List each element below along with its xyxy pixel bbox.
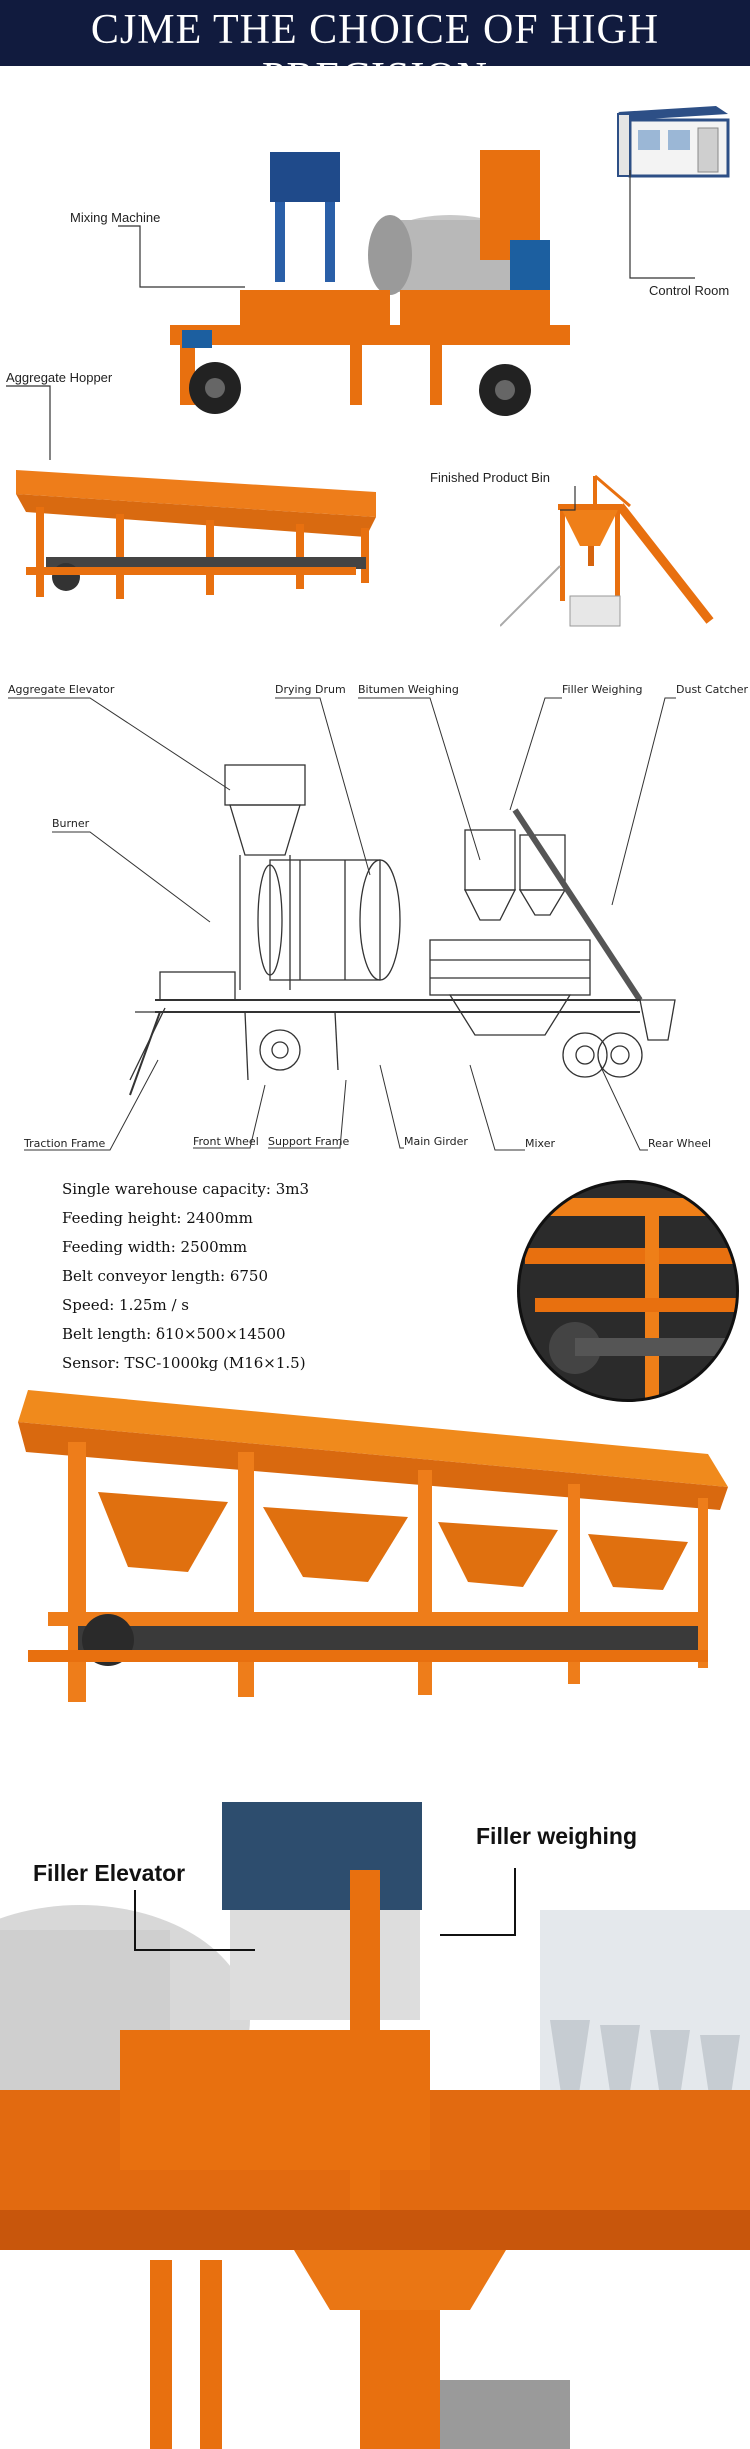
label-burner: Burner [52,817,90,830]
spec-line: Sensor: TSC-1000kg (M16×1.5) [62,1354,306,1372]
spec-line: Belt length: δ10×500×14500 [62,1325,286,1343]
spec-line: Single warehouse capacity: 3m3 [62,1180,310,1198]
label-mixing-machine: Mixing Machine [70,210,161,225]
spec-line: Feeding width: 2500mm [62,1238,248,1256]
spec-line: Speed: 1.25m / s [62,1296,189,1314]
label-control-room: Control Room [649,283,730,298]
label-filler-weighing-photo: Filler weighing [476,1823,638,1849]
mixing-machine-image [170,150,570,416]
label-filler-weighing: Filler Weighing [562,683,643,696]
label-drying-drum: Drying Drum [275,683,346,696]
spec-line: Feeding height: 2400mm [62,1209,253,1227]
label-support-frame: Support Frame [268,1135,350,1148]
label-traction-frame: Traction Frame [24,1137,106,1150]
label-aggregate-elevator: Aggregate Elevator [8,683,115,696]
label-aggregate-hopper: Aggregate Hopper [6,370,113,385]
plant-schematic-drawing [129,764,676,1096]
label-dust-catcher: Dust Catcher [676,683,749,696]
control-room-image [617,106,730,178]
filler-elevator-closeup-image [0,1790,750,2449]
header-banner [0,0,750,66]
label-front-wheel: Front Wheel [193,1135,259,1148]
label-finished-product-bin: Finished Product Bin [430,470,550,485]
leader-lines-section4 [134,1868,516,1951]
hopper-detail-circle-image [517,1180,739,1402]
label-bitumen-weighing: Bitumen Weighing [358,683,459,696]
aggregate-hopper-image [16,470,376,599]
leader-lines-section2 [8,697,676,1151]
page-title: CJME THE CHOICE OF HIGH PRECISION [90,7,660,101]
spec-line: Belt conveyor length: 6750 [62,1267,269,1285]
aggregate-hopper-large-image [18,1390,728,1702]
label-main-girder: Main Girder [404,1135,468,1148]
leader-lines-section1 [6,170,695,511]
label-mixer: Mixer [525,1137,556,1150]
finished-product-bin-image [500,474,714,627]
label-rear-wheel: Rear Wheel [648,1137,712,1150]
label-filler-elevator: Filler Elevator [33,1860,186,1886]
